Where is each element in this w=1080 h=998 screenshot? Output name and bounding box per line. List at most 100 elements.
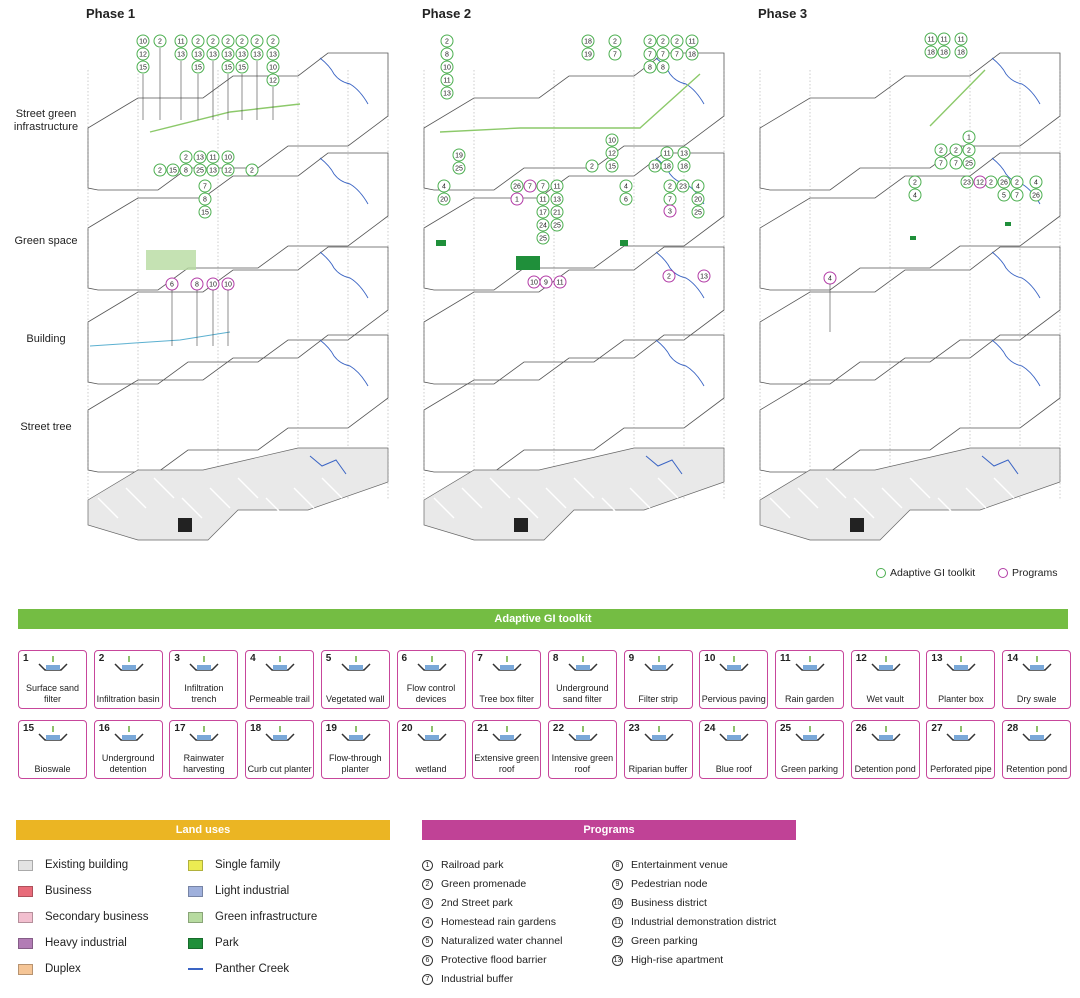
phase1-base-dark-block: [178, 518, 192, 532]
p1-top-5-2-label: 15: [224, 65, 232, 72]
toolkit-card-number: 3: [174, 653, 180, 664]
toolkit-card-number: 16: [98, 723, 110, 734]
program-label: 2nd Street park: [441, 897, 513, 909]
toolkit-card-number: 19: [325, 723, 337, 734]
p2-mid-1-1-circle: [605, 146, 619, 160]
p2-gs-1-0-circle: [510, 179, 524, 193]
p2-left-3-circle: [440, 73, 454, 87]
toolkit-card-number: 14: [1007, 653, 1019, 664]
program-number: 1: [422, 859, 433, 871]
programs-header: Programs: [422, 820, 796, 840]
p2-top-0-0-circle: [581, 34, 595, 48]
p2-gs-2-2-circle: [536, 205, 550, 219]
p2-left2-0-circle: [452, 148, 466, 162]
program-number: 10: [612, 897, 623, 909]
phase1-street-green-lines: [149, 103, 301, 133]
p1-top-6-2-label: 15: [238, 65, 246, 72]
p2-mid-4-0-circle: [677, 146, 691, 160]
p1-top-8-1-circle: [266, 47, 280, 61]
tree-box-icon: [492, 656, 522, 671]
p1-top-7-0-label: 2: [255, 39, 259, 46]
toolkit-card-number: 24: [704, 723, 716, 734]
p2-top-4-1-circle: [670, 47, 684, 61]
detention-pond-icon: [871, 726, 901, 741]
toolkit-card-label: Vegetated wall: [326, 694, 385, 704]
program-number: 6: [422, 954, 433, 966]
toolkit-card-number: 25: [780, 723, 792, 734]
p1-top-7-1-circle: [250, 47, 264, 61]
program-number: 2: [422, 878, 433, 890]
p3-top-1-0-circle: [937, 32, 951, 46]
toolkit-card-number: 18: [250, 723, 262, 734]
p2-gs-prog-2-label: 3: [668, 209, 672, 216]
p2-top-2-0-label: 2: [648, 39, 652, 46]
program-number: 12: [612, 935, 623, 947]
p1-top-4-0-circle: [206, 34, 220, 48]
phase-1-title: Phase 1: [86, 6, 136, 21]
p3-top-2-1-circle: [954, 45, 968, 59]
phase2-base-street-9: [685, 497, 707, 519]
p3-gs-0-0-circle: [908, 175, 922, 189]
phase2-street-green-lines: [439, 73, 701, 133]
p2-gs-1-0-label: 26: [513, 184, 521, 191]
land-use-swatch: [18, 911, 33, 923]
p2-gs-prog-2-circle: [663, 204, 677, 218]
p1-mid1-0-circle: [179, 150, 193, 164]
p1-green-0-circle: [198, 179, 212, 193]
layer-label-street-green: Street green infrastructure: [13, 108, 79, 133]
p3-top-0-1-label: 18: [927, 50, 935, 57]
rainwater-harvesting-icon: [189, 726, 219, 741]
p1-top-1-0-label: 2: [158, 39, 162, 46]
p1-top-0-1-label: 12: [139, 52, 147, 59]
legend-key-toolkit: Adaptive GI toolkit: [876, 567, 975, 579]
p2-gs-4-1-circle: [619, 192, 633, 206]
legend-key-programs: Programs: [998, 567, 1058, 579]
land-use-label: Green infrastructure: [215, 911, 318, 923]
p2-top-2-1-circle: [643, 47, 657, 61]
permeable-trail-icon: [265, 656, 295, 671]
p1-green-0-label: 7: [203, 184, 207, 191]
p1-top-1-0-circle: [153, 34, 167, 48]
p2-top-3-0-circle: [656, 34, 670, 48]
p2-top-3-1-label: 7: [661, 52, 665, 59]
toolkit-card-number: 5: [325, 653, 332, 664]
p3-gs-3-0-label: 26: [1000, 180, 1008, 187]
layer-label-street-tree: Street tree: [20, 421, 72, 433]
p1-mid1-2-label: 11: [209, 155, 216, 162]
p2-gs-2-4-circle: [536, 231, 550, 245]
phase2-base-street-4: [545, 487, 567, 509]
p1-mid2-6-label: 2: [250, 168, 254, 175]
phase1-base-street-4: [209, 487, 231, 509]
p1-top-6-1-label: 13: [238, 52, 246, 59]
p2-gs-2-3-circle: [536, 218, 550, 232]
infiltration-basin-icon: [114, 656, 144, 671]
p1-top-3-1-circle: [191, 47, 205, 61]
p1-top-0-2-label: 15: [139, 65, 147, 72]
p1-top-3-2-label: 15: [194, 65, 202, 72]
p2-gs-3-1-circle: [550, 192, 564, 206]
p3-gs-prog-0-label: 12: [976, 180, 984, 187]
land-use-label: Park: [215, 937, 239, 949]
toolkit-card-label: Underground detention: [101, 753, 155, 774]
p3-prog-0-label: 4: [828, 276, 832, 283]
p2-gs-7-0-label: 4: [696, 184, 700, 191]
perforated-pipe-icon: [946, 726, 976, 741]
legend-key-programs-label: Programs: [1012, 567, 1058, 579]
p1-mid2-5-circle: [221, 163, 235, 177]
toolkit-card-label: Permeable trail: [249, 694, 310, 704]
p1-top-4-1-label: 13: [209, 52, 217, 59]
program-number: 9: [612, 878, 623, 890]
p2-mid-4-1-label: 18: [680, 164, 688, 171]
land-use-swatch: [18, 859, 33, 871]
p2-top-3-2-circle: [656, 60, 670, 74]
